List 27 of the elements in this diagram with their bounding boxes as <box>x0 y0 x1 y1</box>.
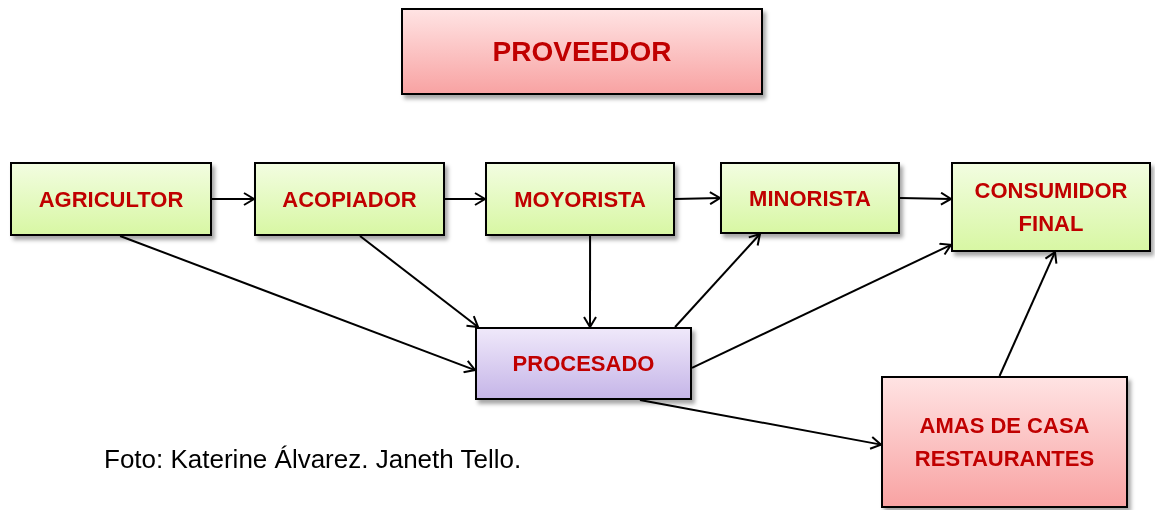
process-box <box>485 162 675 236</box>
arrow <box>119 235 476 374</box>
node-label: PROCESADO <box>512 350 655 378</box>
arrow <box>998 251 1058 377</box>
arrow <box>899 191 952 206</box>
node-label: MOYORISTA <box>514 185 646 214</box>
arrow <box>583 235 597 328</box>
process-box <box>881 376 1128 508</box>
photo-credit: Foto: Katerine Álvarez. Janeth Tello. <box>104 443 522 476</box>
node-label: AGRICULTOR <box>38 185 184 214</box>
node-label: MINORISTA <box>749 184 871 213</box>
process-box <box>951 162 1151 252</box>
process-box <box>475 327 692 400</box>
process-box <box>10 162 212 236</box>
arrow <box>211 192 255 206</box>
node-label: PROVEEDOR <box>492 34 672 69</box>
node-label: ACOPIADOR <box>282 185 417 214</box>
title-box <box>401 8 763 95</box>
arrow <box>691 242 952 369</box>
process-box <box>254 162 445 236</box>
node-label: CONSUMIDOR FINAL <box>973 177 1129 238</box>
arrow <box>674 191 721 206</box>
arrow <box>444 192 486 206</box>
process-box <box>720 162 900 234</box>
arrow <box>674 233 761 328</box>
node-label: AMAS DE CASA RESTAURANTES <box>913 412 1096 473</box>
arrow <box>359 235 480 328</box>
